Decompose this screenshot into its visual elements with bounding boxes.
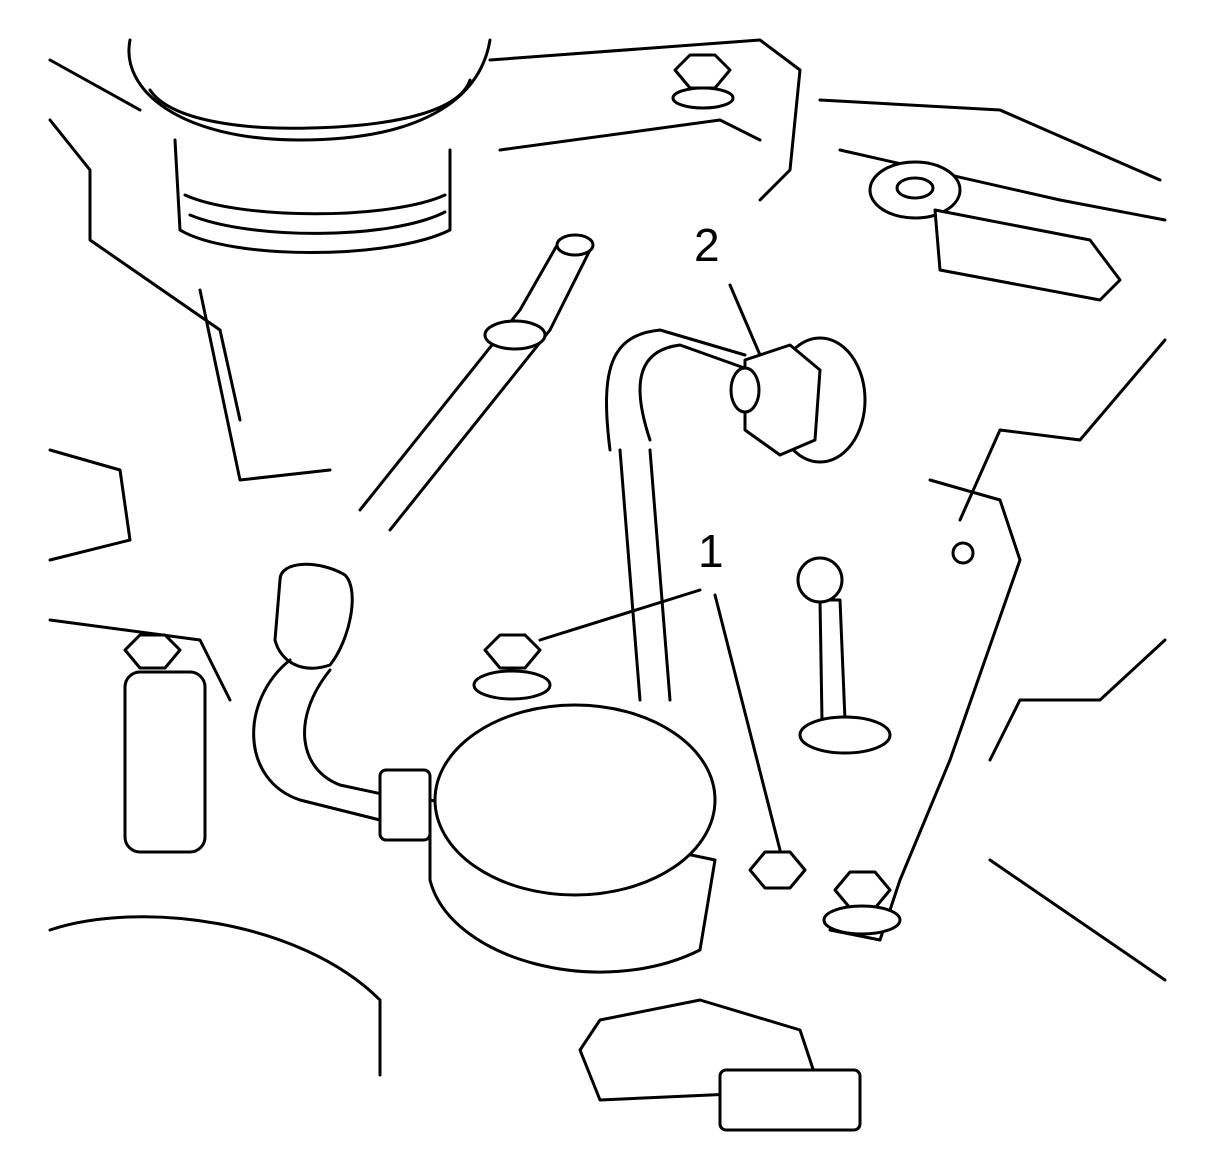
mounting-bracket [796,478,1022,942]
bolt-lower-right [748,850,902,936]
callout-2: 2 [694,219,720,271]
sensor-connector [868,160,1122,302]
stud-bolt-left [123,633,207,854]
filter-canister [378,703,717,974]
bolt-top [671,53,735,110]
line-fitting-nut [729,336,867,464]
callout-1: 1 [698,525,724,577]
callout-leaders [538,283,782,852]
fuel-tube [252,233,595,822]
round-housing [127,38,492,254]
hard-line [605,328,752,702]
bolt-upper-left [472,633,552,701]
electrical-connector [578,998,862,1132]
